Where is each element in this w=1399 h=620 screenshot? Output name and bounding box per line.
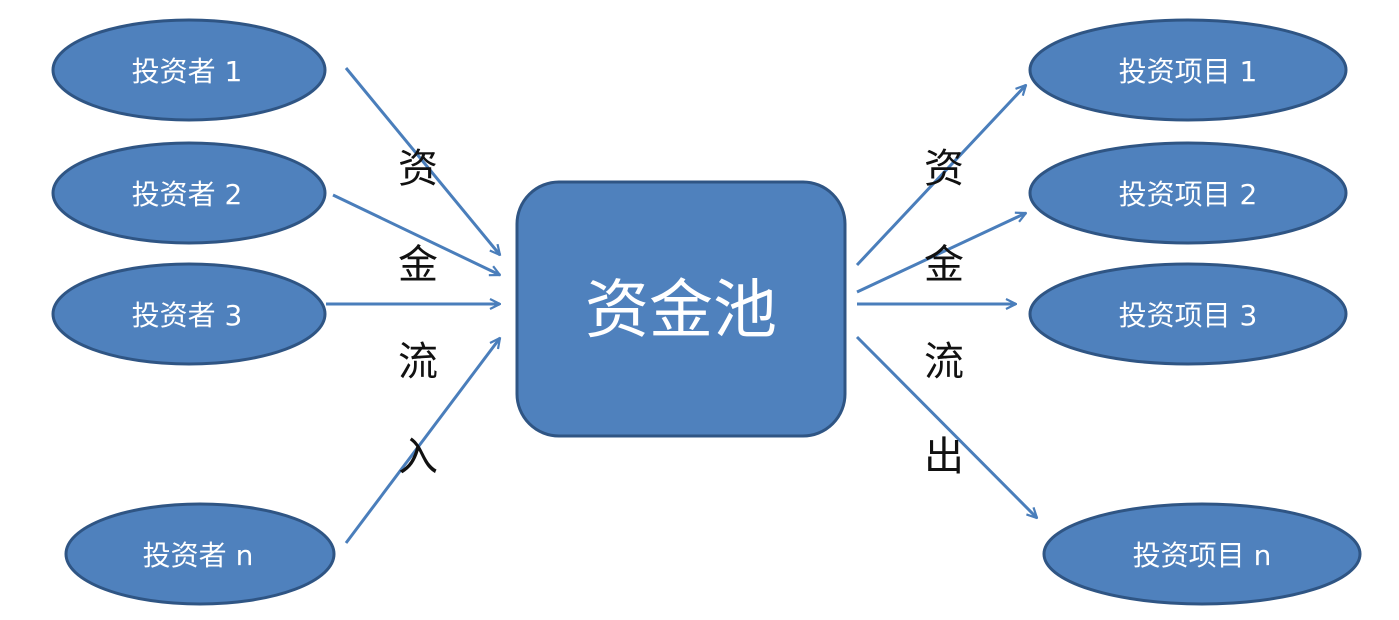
project-nodes: 投资项目 1 投资项目 2 投资项目 3 投资项目 n bbox=[1028, 18, 1362, 606]
arrow-investor-2 bbox=[332, 193, 500, 277]
inflow-arrows bbox=[326, 67, 500, 544]
arrow-project-2 bbox=[856, 213, 1026, 294]
project-node: 投资项目 2 bbox=[1028, 141, 1348, 245]
outflow-arrows bbox=[855, 85, 1037, 518]
project-node: 投资项目 3 bbox=[1028, 262, 1348, 366]
fund-pool-node: 资金池 bbox=[515, 180, 847, 438]
arrow-investor-1 bbox=[344, 67, 500, 255]
project-label: 投资项目 2 bbox=[1119, 178, 1258, 211]
outflow-char: 出 bbox=[924, 434, 964, 480]
outflow-char: 金 bbox=[924, 242, 964, 288]
investor-label: 投资者 n bbox=[143, 539, 254, 572]
project-node: 投资项目 1 bbox=[1028, 18, 1348, 122]
outflow-label: 资 金 流 出 bbox=[924, 146, 964, 480]
project-label: 投资项目 3 bbox=[1119, 299, 1258, 332]
investor-node: 投资者 2 bbox=[51, 141, 327, 245]
investor-node: 投资者 3 bbox=[51, 262, 327, 366]
investor-label: 投资者 1 bbox=[132, 55, 243, 88]
inflow-label: 资 金 流 入 bbox=[398, 146, 438, 480]
project-label: 投资项目 1 bbox=[1119, 55, 1258, 88]
investor-label: 投资者 3 bbox=[132, 299, 243, 332]
inflow-char: 资 bbox=[398, 146, 438, 192]
arrow-investor-n bbox=[344, 338, 500, 544]
inflow-char: 入 bbox=[398, 434, 438, 480]
project-label: 投资项目 n bbox=[1133, 539, 1272, 572]
arrow-project-n bbox=[855, 335, 1037, 518]
project-node: 投资项目 n bbox=[1042, 502, 1362, 606]
outflow-char: 资 bbox=[924, 146, 964, 192]
fund-pool-label: 资金池 bbox=[585, 274, 777, 348]
inflow-char: 金 bbox=[398, 242, 438, 288]
investor-nodes: 投资者 1 投资者 2 投资者 3 投资者 n bbox=[51, 18, 336, 606]
inflow-char: 流 bbox=[398, 339, 438, 385]
investor-label: 投资者 2 bbox=[132, 178, 243, 211]
investor-node: 投资者 1 bbox=[51, 18, 327, 122]
arrow-project-1 bbox=[855, 85, 1026, 267]
outflow-char: 流 bbox=[924, 339, 964, 385]
investor-node: 投资者 n bbox=[64, 502, 336, 606]
